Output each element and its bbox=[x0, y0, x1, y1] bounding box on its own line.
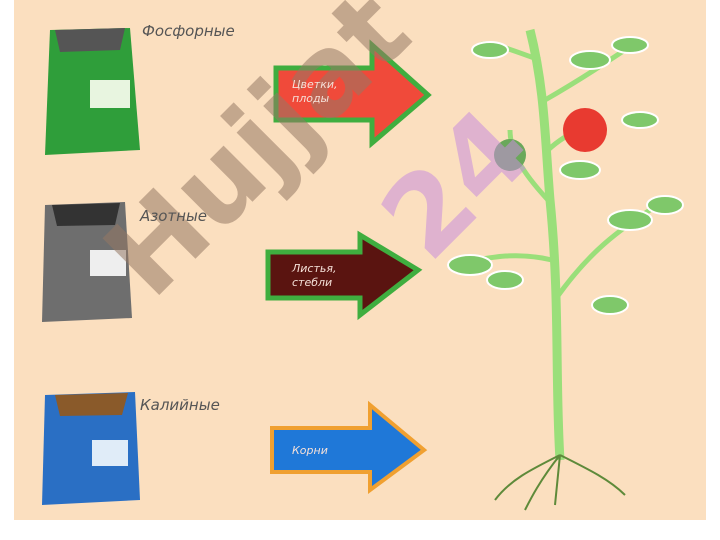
bag-nitrogen bbox=[42, 202, 132, 322]
tomato-plant bbox=[447, 28, 684, 511]
label-potassium: Калийные bbox=[140, 396, 220, 414]
label-phosphorus: Фосфорные bbox=[142, 22, 235, 40]
label-nitrogen: Азотные bbox=[140, 207, 208, 225]
effect-nitrogen: Листья, стебли bbox=[292, 262, 337, 289]
effect-phosphorus: Цветки, плоды bbox=[292, 78, 338, 105]
bag-potassium bbox=[42, 392, 140, 505]
effect-potassium: Корни bbox=[292, 444, 328, 457]
arrow-nitrogen bbox=[265, 230, 423, 321]
bag-phosphorus bbox=[45, 28, 140, 155]
arrow-potassium bbox=[270, 400, 428, 494]
arrow-phosphorus bbox=[273, 39, 432, 149]
